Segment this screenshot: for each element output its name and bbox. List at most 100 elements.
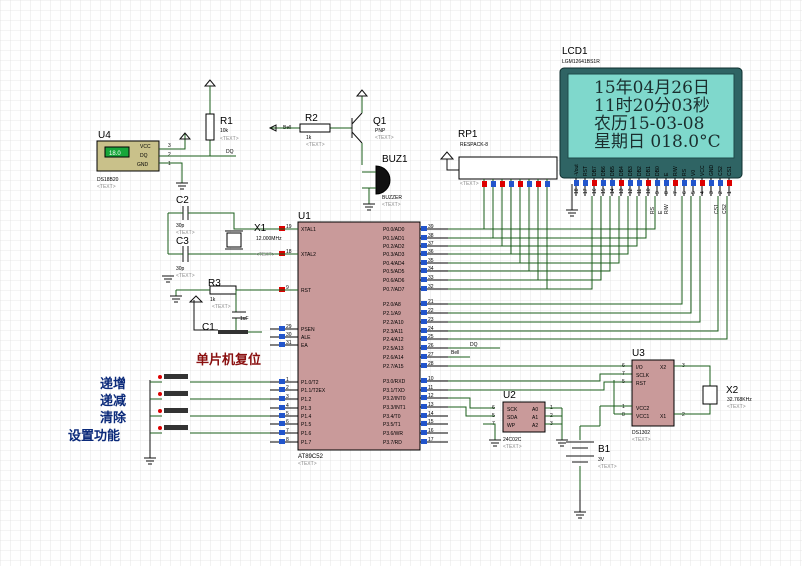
r3-value: 1k: [210, 297, 216, 303]
r1-ref: R1: [220, 116, 233, 127]
p2-control-wire: [448, 196, 719, 332]
mcu-pin-state: [421, 268, 427, 273]
mcu-pin-state: [421, 421, 427, 426]
r2-text: <TEXT>: [306, 142, 325, 148]
mcu-pin-name: XTAL2: [301, 252, 316, 258]
osc-ground: [162, 275, 174, 283]
lcd-pin-state: [601, 180, 606, 186]
q1-type: PNP: [375, 128, 386, 134]
mcu-pin-state: [421, 243, 427, 248]
button-cap[interactable]: [164, 425, 188, 430]
lcd-pin-number: 13: [619, 188, 625, 194]
mcu-pin-name: P2.7/A15: [383, 364, 404, 370]
lcd-pin-number: 12: [628, 188, 634, 194]
x2-text: <TEXT>: [727, 404, 746, 410]
u4-wires: [159, 133, 236, 183]
resistor-pack-rp1[interactable]: RP1 RESPACK-8 <TEXT>: [439, 129, 558, 187]
lcd-pin-label: -Vout: [574, 164, 580, 176]
button-4[interactable]: 设置功能: [68, 425, 270, 444]
lcd-line-3: 农历15-03-08: [594, 114, 704, 134]
u2-num-6: 6: [492, 405, 495, 411]
b1-ref: B1: [598, 444, 611, 455]
button-state: [158, 392, 162, 396]
bus-wires: [448, 179, 728, 417]
lcd-module[interactable]: LCD1 LGM12641BS1R 15年04月26日 11时20分03秒 农历…: [559, 46, 743, 214]
r3-body: [209, 285, 237, 295]
lcd-pin-label: DB0: [655, 166, 661, 176]
lcd-pin-label: CS2: [718, 166, 724, 176]
mcu-pin-state: [279, 413, 285, 418]
rtc-bus-wire: [448, 365, 632, 391]
lcd-pin-state: [655, 180, 660, 186]
eeprom-u2[interactable]: U2 SCK SDA WP A0 A1 A2 6 5 7 1 2 3 24C02…: [483, 390, 568, 450]
r3-ref: R3: [208, 278, 221, 289]
mcu-pin-number: 10: [428, 376, 434, 382]
rtc-u3[interactable]: U3 I/O SCLK RST VCC2 VCC1 X2 X1 6 7 5 1 …: [599, 348, 752, 443]
u3-part: DS1302: [632, 430, 650, 436]
x1-text: <TEXT>: [256, 252, 275, 258]
reset-circuit[interactable]: R3 1k <TEXT> 1uF C1 单片机复位: [170, 278, 298, 368]
button-cap[interactable]: [164, 391, 188, 396]
resistor-r1[interactable]: R1 10k <TEXT>: [203, 79, 239, 156]
p0-bus-wire: [448, 196, 656, 230]
mcu-part: AT89C52: [298, 454, 324, 460]
u2-pin-a2: A2: [532, 423, 538, 429]
reset-ground: [170, 295, 182, 303]
mcu-pin-state: [279, 430, 285, 435]
u3-pin-io: I/O: [636, 365, 643, 371]
lcd-pin-label: R/W: [673, 166, 679, 176]
lcd-pin-number: 8: [664, 191, 670, 194]
u3-num-5: 5: [622, 379, 625, 385]
mcu-pin-name: P1.2: [301, 397, 312, 403]
buzzer-driver[interactable]: Bell R2 1k <TEXT> Q1 PNP <TEXT> BUZ1 BUZ…: [268, 89, 408, 211]
temp-sensor-u4[interactable]: U4 18.0 VCC DQ GND 3 2 1 DS18B20 <TEXT> …: [96, 130, 236, 190]
mcu-pin-state: [421, 430, 427, 435]
mcu-pin-name: ALE: [301, 335, 311, 341]
lcd-line-4: 星期日 018.0°C: [594, 132, 721, 152]
mcu-pin-state: [421, 277, 427, 282]
p2-control-wire: [448, 196, 683, 305]
rp1-part: RESPACK-8: [460, 142, 488, 148]
mcu-pin-state: [421, 439, 427, 444]
lcd-pin-number: 6: [682, 191, 688, 194]
c2-ref: C2: [176, 195, 189, 206]
lcd-bus-cs2: CS2: [722, 204, 728, 214]
mcu-pin-name: P2.6/A14: [383, 355, 404, 361]
mcu-pin-state: [279, 379, 285, 384]
mcu-pin-number: 35: [428, 258, 434, 264]
button-2[interactable]: 递减: [100, 391, 270, 409]
mcu-pin-name: P0.1/AD1: [383, 236, 405, 242]
button-cap[interactable]: [164, 408, 188, 413]
c2-value: 30p: [176, 223, 185, 229]
mcu-pin-number: 36: [428, 249, 434, 255]
mcu-pin-number: 7: [286, 428, 289, 434]
p2-control-wire: [448, 196, 728, 340]
rp1-pin-state: [545, 181, 550, 187]
rp1-text: <TEXT>: [460, 181, 479, 187]
reset-button-cap[interactable]: [218, 330, 248, 334]
eeprom-bus-wire: [448, 397, 495, 417]
x1-ref: X1: [254, 223, 267, 234]
mcu-pin-number: 12: [428, 393, 434, 399]
u4-part: DS18B20: [97, 177, 119, 183]
button-cap[interactable]: [164, 374, 188, 379]
u4-pin-dq: DQ: [140, 153, 148, 159]
button-1[interactable]: 递增: [100, 374, 270, 392]
u3-num-7: 7: [622, 371, 625, 377]
r1-body: [205, 113, 215, 141]
p0-bus-wire: [448, 196, 593, 290]
battery-b1[interactable]: B1 3V <TEXT>: [566, 425, 617, 519]
mcu-ref: U1: [298, 211, 311, 222]
oscillator[interactable]: C2 30p <TEXT> C3 30p <TEXT> X1 12.000MHz…: [162, 195, 298, 283]
mcu-body: [297, 221, 421, 451]
mcu-pin-name: P2.3/A11: [383, 329, 403, 335]
rp1-body: [458, 156, 558, 180]
lcd-pin-state: [700, 180, 705, 186]
b1-ground: [574, 490, 586, 519]
lcd-pin-label: RS: [682, 168, 688, 176]
button-3[interactable]: 清除: [100, 408, 270, 426]
u2-pin-wp: WP: [507, 423, 516, 429]
